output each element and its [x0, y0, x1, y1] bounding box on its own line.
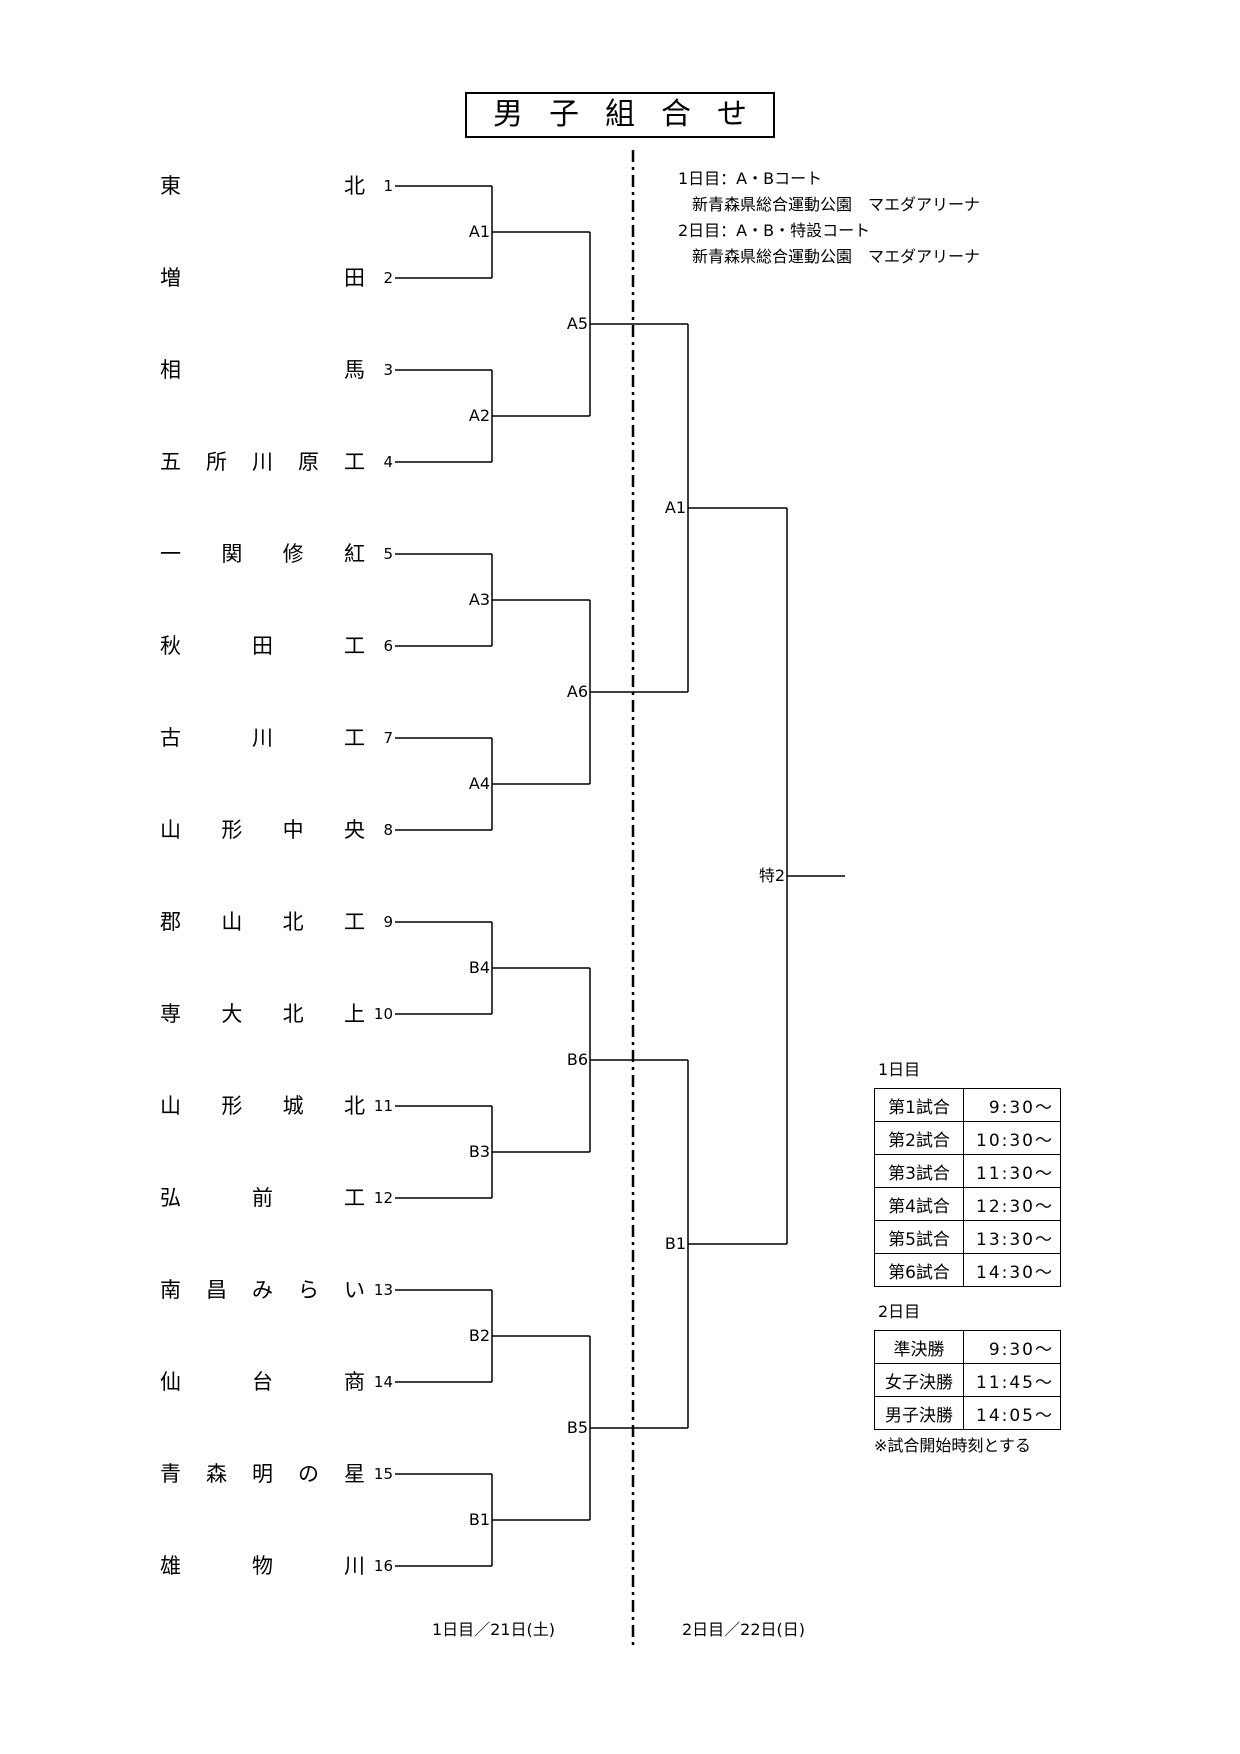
page-title: 男子組合せ	[465, 92, 775, 138]
team-name: 古川工	[160, 726, 365, 750]
team-name: 山形城北	[160, 1094, 365, 1118]
schedule-start-time: 9:30〜	[963, 1088, 1061, 1122]
schedule-start-time: 9:30〜	[963, 1330, 1061, 1364]
team-name: 郡山北工	[160, 910, 365, 934]
team-name: 山形中央	[160, 818, 365, 842]
team-name: 専大北上	[160, 1002, 365, 1026]
schedule-match-name: 第2試合	[874, 1121, 964, 1155]
team-name: 東北	[160, 174, 365, 198]
team-seed-number: 7	[383, 729, 393, 747]
team-name: 南昌みらい	[160, 1278, 365, 1302]
team-seed-number: 3	[383, 361, 393, 379]
match-label-round1: A2	[468, 406, 490, 425]
team-name: 五所川原工	[160, 450, 365, 474]
team-seed-number: 15	[373, 1465, 393, 1483]
team-seed-number: 14	[373, 1373, 393, 1391]
match-label-round1: B4	[468, 958, 490, 977]
schedule-start-time: 11:45〜	[963, 1363, 1061, 1397]
schedule-match-name: 第6試合	[874, 1253, 964, 1287]
team-seed-number: 1	[383, 177, 393, 195]
schedule-match-name: 準決勝	[874, 1330, 964, 1364]
schedule-start-time: 10:30〜	[963, 1121, 1061, 1155]
team-name: 仙台商	[160, 1370, 365, 1394]
match-label-semifinal: A1	[664, 498, 686, 517]
schedule-start-time: 11:30〜	[963, 1154, 1061, 1188]
venue-line-4: 新青森県総合運動公園 マエダアリーナ	[692, 247, 981, 266]
team-seed-number: 2	[383, 269, 393, 287]
match-label-final: 特2	[758, 866, 785, 885]
team-seed-number: 10	[373, 1005, 393, 1023]
match-label-round2: A5	[566, 314, 588, 333]
footer-day2: 2日目／22日(日)	[682, 1620, 806, 1639]
match-label-round1: B1	[468, 1510, 490, 1529]
schedule-start-time: 12:30〜	[963, 1187, 1061, 1221]
team-name: 弘前工	[160, 1186, 365, 1210]
match-label-round1: B2	[468, 1326, 490, 1345]
venue-line-3: 2日目：A・B・特設コート	[678, 221, 871, 240]
venue-line-1: 1日目：A・Bコート	[678, 169, 823, 188]
match-label-round2: B5	[566, 1418, 588, 1437]
team-name: 増田	[160, 266, 365, 290]
team-name: 雄物川	[160, 1554, 365, 1578]
match-label-semifinal: B1	[664, 1234, 686, 1253]
match-label-round1: A1	[468, 222, 490, 241]
venue-info: 1日目：A・Bコート新青森県総合運動公園 マエダアリーナ 2日目：A・B・特設コー…	[678, 166, 980, 270]
schedule-match-name: 男子決勝	[874, 1396, 964, 1430]
schedule-start-time: 14:30〜	[963, 1253, 1061, 1287]
schedule-match-name: 第5試合	[874, 1220, 964, 1254]
schedule-note: ※試合開始時刻とする	[874, 1436, 1031, 1455]
team-seed-number: 5	[383, 545, 393, 563]
team-seed-number: 6	[383, 637, 393, 655]
schedule-day1-heading: 1日目	[878, 1060, 921, 1079]
team-name: 一関修紅	[160, 542, 365, 566]
match-label-round1: B3	[468, 1142, 490, 1161]
team-seed-number: 16	[373, 1557, 393, 1575]
footer-day1: 1日目／21日(土)	[432, 1620, 556, 1639]
schedule-match-name: 第4試合	[874, 1187, 964, 1221]
team-seed-number: 4	[383, 453, 393, 471]
team-seed-number: 11	[373, 1097, 393, 1115]
match-label-round1: A4	[468, 774, 490, 793]
match-label-round1: A3	[468, 590, 490, 609]
schedule-day2-heading: 2日目	[878, 1302, 921, 1321]
venue-line-2: 新青森県総合運動公園 マエダアリーナ	[692, 195, 981, 214]
team-seed-number: 9	[383, 913, 393, 931]
team-seed-number: 8	[383, 821, 393, 839]
match-label-round2: A6	[566, 682, 588, 701]
match-label-round2: B6	[566, 1050, 588, 1069]
team-seed-number: 12	[373, 1189, 393, 1207]
team-name: 相馬	[160, 358, 365, 382]
team-name: 青森明の星	[160, 1462, 365, 1486]
schedule-match-name: 第1試合	[874, 1088, 964, 1122]
schedule-match-name: 第3試合	[874, 1154, 964, 1188]
schedule-match-name: 女子決勝	[874, 1363, 964, 1397]
team-name: 秋田工	[160, 634, 365, 658]
schedule-start-time: 13:30〜	[963, 1220, 1061, 1254]
schedule-start-time: 14:05〜	[963, 1396, 1061, 1430]
team-seed-number: 13	[373, 1281, 393, 1299]
